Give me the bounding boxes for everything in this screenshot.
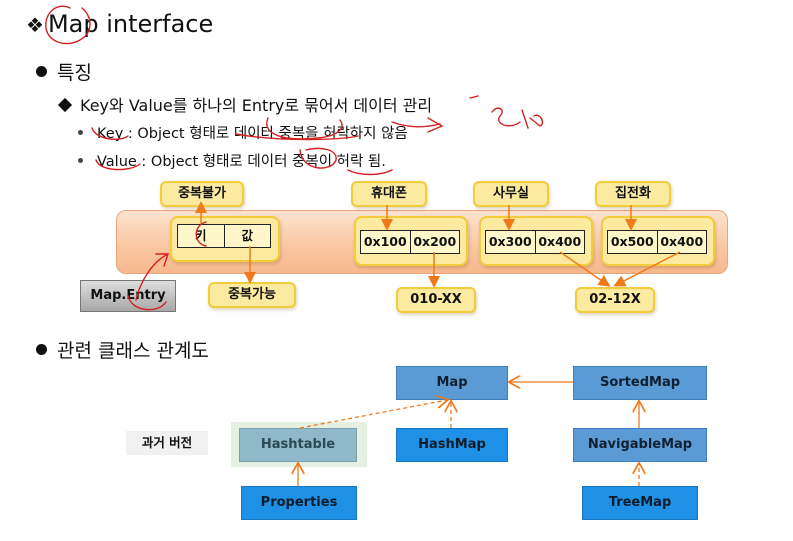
group-label-home: 집전화 bbox=[595, 181, 671, 207]
underline-value-annotation bbox=[95, 159, 141, 171]
arrow-home-to-02 bbox=[613, 251, 681, 287]
entry-arrow-annotation bbox=[135, 253, 169, 301]
value-label-010: 010-XX bbox=[396, 287, 476, 313]
class-map: Map bbox=[396, 366, 508, 400]
class-hash-map: HashMap bbox=[396, 428, 508, 462]
circle-dup-value-annotation bbox=[299, 147, 337, 169]
no-duplicate-label: 중복불가 bbox=[160, 181, 244, 207]
classes-heading: 관련 클래스 관계도 bbox=[36, 336, 209, 363]
underline-entry-annotation bbox=[127, 295, 167, 311]
class-hashtable: Hashtable bbox=[239, 428, 357, 462]
tick-annotation bbox=[469, 95, 479, 99]
duplicate-allowed-label: 중복가능 bbox=[208, 282, 296, 308]
value-label-02: 02-12X bbox=[575, 287, 655, 313]
arrow-office-to-02 bbox=[559, 251, 611, 287]
bullet-icon bbox=[78, 157, 83, 163]
key-cell: 키 bbox=[194, 228, 207, 243]
pair-office: 0x300 0x400 bbox=[485, 230, 585, 254]
circle-map-annotation bbox=[45, 5, 91, 45]
features-heading: 특징 bbox=[36, 58, 92, 85]
value-line: Value : Object 형태로 데이터 중복이 허락 됨. bbox=[78, 150, 386, 171]
bullet-icon bbox=[36, 344, 47, 355]
underline-key-annotation bbox=[91, 127, 129, 140]
scribble-annotation bbox=[491, 107, 544, 129]
value-cell: 0x400 bbox=[534, 231, 585, 253]
star-bullet-icon: ❖ bbox=[26, 13, 44, 37]
arrow-hashtable-to-map bbox=[299, 400, 447, 429]
circle-key-annotation bbox=[195, 221, 207, 247]
circle-dup-annotation bbox=[266, 117, 343, 140]
red-annotations bbox=[45, 5, 544, 311]
group-label-mobile: 휴대폰 bbox=[351, 181, 427, 207]
old-version-label: 과거 버전 bbox=[126, 431, 208, 455]
key-line: Key : Object 형태로 데이터 중복을 허락하지 않음 bbox=[78, 122, 408, 143]
pair-home: 0x500 0x400 bbox=[607, 230, 707, 254]
value-cell: 값 bbox=[223, 225, 271, 247]
value-cell: 0x200 bbox=[409, 231, 460, 253]
class-navigable-map: NavigableMap bbox=[573, 428, 707, 462]
pair-mobile: 0x100 0x200 bbox=[360, 230, 460, 254]
bullet-icon bbox=[78, 129, 83, 135]
value-cell: 0x400 bbox=[656, 231, 707, 253]
class-properties: Properties bbox=[241, 486, 357, 520]
class-tree-map: TreeMap bbox=[582, 486, 698, 520]
features-point: Key와 Value를 하나의 Entry로 묶어서 데이터 관리 bbox=[57, 92, 432, 116]
key-value-pair: 키 값 bbox=[177, 224, 271, 248]
bullet-icon bbox=[36, 66, 47, 77]
key-cell: 0x500 bbox=[610, 234, 654, 249]
underline-allowed-annotation bbox=[347, 169, 393, 176]
page-title: ❖Map interface bbox=[26, 10, 214, 38]
group-label-office: 사무실 bbox=[473, 181, 549, 207]
key-cell: 0x100 bbox=[363, 234, 407, 249]
arrow-annotation bbox=[391, 117, 444, 133]
key-cell: 0x300 bbox=[488, 234, 532, 249]
